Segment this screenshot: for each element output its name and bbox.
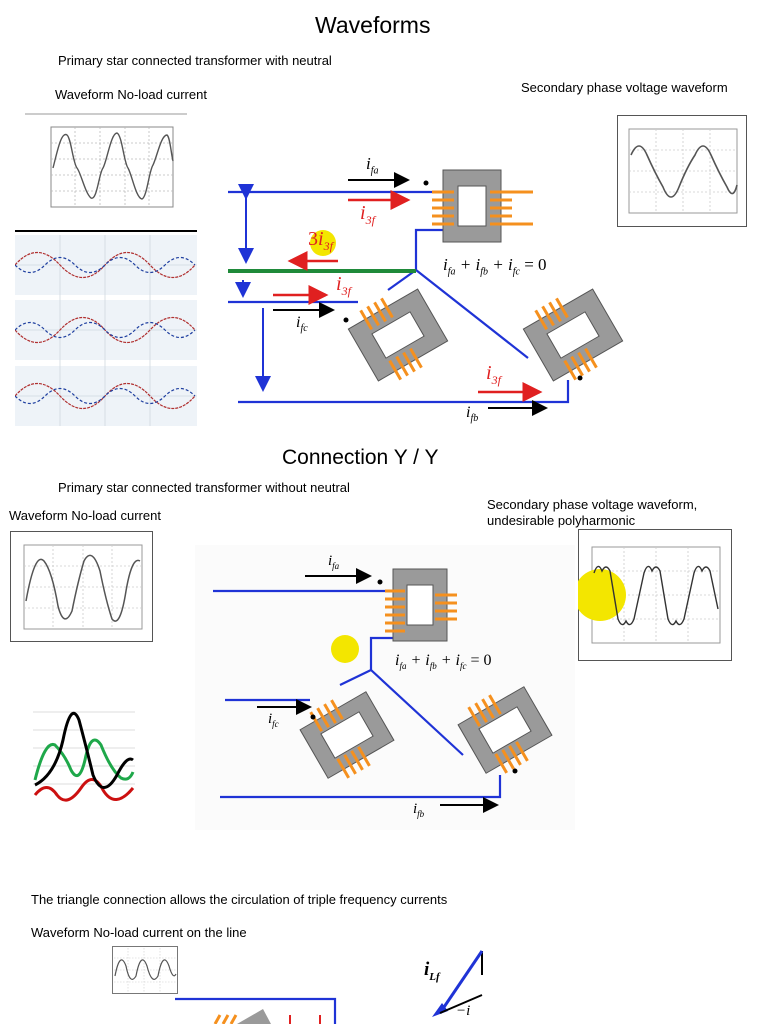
- label-ifc: ifc: [296, 314, 308, 335]
- section-title-yy: Connection Y / Y: [282, 446, 439, 469]
- caption-secondary-voltage-2a: Secondary phase voltage waveform,: [487, 497, 698, 512]
- kcl-equation-2: ifa + ifb + ifc = 0: [395, 652, 492, 672]
- caption-line-current: Waveform No-load current on the line: [31, 925, 247, 940]
- diagram-star-without-neutral: ifa ifc ifb ifa + ifb + ifc = 0: [195, 545, 575, 830]
- harmonic-waveforms: [33, 700, 135, 808]
- subtitle-without-neutral: Primary star connected transformer witho…: [58, 480, 350, 495]
- label-ifb-2: ifb: [413, 801, 425, 819]
- label-i3f-bottom: i3f: [486, 362, 501, 387]
- caption-noload-current-1: Waveform No-load current: [55, 87, 207, 102]
- diagram-star-with-neutral: ifa i3f 3i3f i3f ifc i3f ifb ifa + ifb +…: [228, 140, 648, 435]
- caption-secondary-voltage-1: Secondary phase voltage waveform: [521, 80, 728, 95]
- delta-diagram-partial: [175, 995, 345, 1024]
- label-ifb: ifb: [466, 404, 479, 425]
- label-ifc-2: ifc: [268, 711, 279, 729]
- delta-description: The triangle connection allows the circu…: [31, 892, 448, 907]
- transformer-b-icon: [522, 288, 624, 382]
- scope-line-current: [112, 946, 178, 994]
- caption-noload-current-2: Waveform No-load current: [9, 508, 161, 523]
- transformer-a-icon: [423, 169, 533, 243]
- section-title-waveforms: Waveforms: [315, 12, 431, 38]
- scope-polyharmonic: [578, 529, 732, 661]
- scope-secondary-voltage-1: [617, 115, 747, 227]
- label-i3f-left: i3f: [336, 273, 351, 298]
- scope-noload-current-2: [10, 531, 153, 642]
- phasor-diagram: iLf −i: [420, 945, 490, 1024]
- label-3i3f: 3i3f: [308, 228, 333, 253]
- subtitle-with-neutral: Primary star connected transformer with …: [58, 53, 332, 68]
- label-ifa-2: ifa: [328, 553, 340, 571]
- label-ifa: ifa: [366, 154, 379, 177]
- caption-secondary-voltage-2b: undesirable polyharmonic: [487, 513, 636, 528]
- transformer-c-icon: [347, 288, 449, 382]
- scope-noload-current-1: [25, 113, 187, 213]
- kcl-equation-1: ifa + ifb + ifc = 0: [443, 255, 547, 278]
- phase-waveforms-stack: [15, 230, 197, 428]
- label-i3f-top: i3f: [360, 202, 375, 227]
- label-minus-i: −i: [456, 1003, 471, 1019]
- label-iLf: iLf: [424, 959, 440, 983]
